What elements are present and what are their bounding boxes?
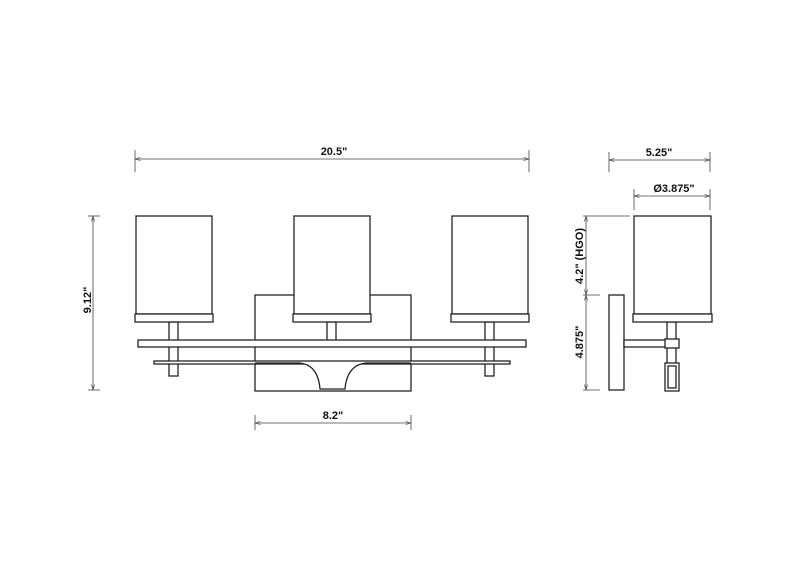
side-fixture: [608, 215, 713, 392]
dimension-heights: 4.2" (HGO) 4.875": [574, 216, 630, 390]
shade-diameter-label: Ø3.875": [653, 183, 694, 195]
backplate-width-label: 8.2": [323, 410, 344, 422]
front-view: 20.5" 9.12": [82, 146, 529, 430]
dimension-overall-height: 9.12": [82, 216, 100, 390]
lower-height-label: 4.875": [574, 326, 586, 359]
dimension-shade-diameter: Ø3.875": [634, 183, 710, 210]
dimension-backplate-width: 8.2": [255, 410, 411, 430]
dimension-overall-width: 20.5": [135, 146, 529, 172]
overall-width-label: 20.5": [321, 146, 348, 158]
depth-label: 5.25": [646, 147, 673, 159]
shades: [134, 215, 530, 323]
side-view: 5.25" Ø3.875" 4.2" (HGO) 4.875": [574, 147, 713, 392]
overall-height-label: 9.12": [82, 287, 94, 314]
shade-height-label: 4.2" (HGO): [574, 228, 586, 284]
arms: [137, 339, 527, 390]
dimension-depth: 5.25": [609, 147, 710, 172]
